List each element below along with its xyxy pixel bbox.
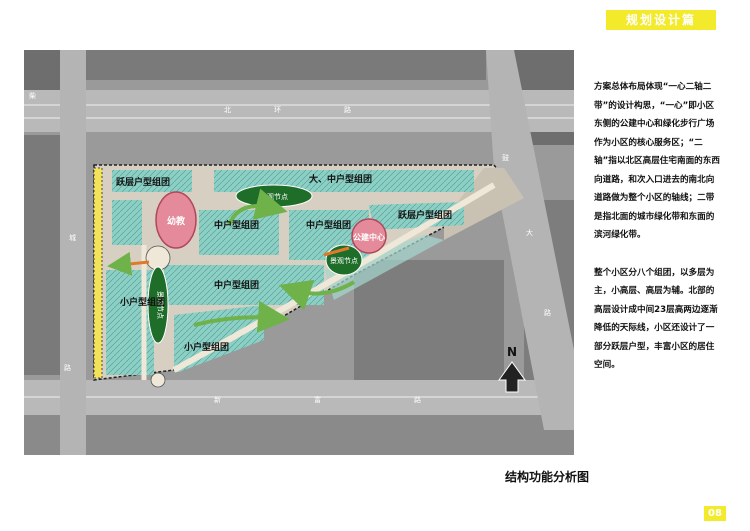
- svg-text:路: 路: [544, 308, 551, 317]
- section-title-tab: 规划设计篇: [606, 10, 716, 30]
- kindergarten-node: [155, 191, 197, 249]
- page-number: 08: [704, 506, 726, 521]
- zone-medium-3: 中户型组团: [214, 279, 259, 291]
- svg-text:景观节点: 景观节点: [156, 291, 164, 319]
- svg-text:柴: 柴: [29, 91, 36, 100]
- description-text: 方案总体布局体现“一心二轴二带”的设计构思，“一心”即小区东侧的公建中心和绿化步…: [594, 78, 722, 394]
- description-paragraph-2: 整个小区分八个组团，以多层为主，小高层、高层为辅。北部的高层设计成中间23层高两…: [594, 267, 718, 371]
- west-road: [60, 50, 86, 455]
- svg-text:城: 城: [69, 234, 76, 242]
- east-road: [486, 50, 574, 430]
- zone-small-west: 小户型组团: [119, 296, 165, 308]
- axis-arrows: [107, 188, 356, 333]
- svg-text:N: N: [507, 345, 517, 359]
- site-plan-map: 景观节点 景观节点 景观节点 幼教 公建中心 跃层户型组团 大、中户型组团 中户…: [24, 50, 574, 455]
- zone-medium-2: 中户型组团: [306, 219, 351, 231]
- svg-text:大: 大: [526, 228, 533, 237]
- svg-text:富: 富: [314, 395, 321, 404]
- zone-small-south: 小户型组团: [183, 341, 229, 353]
- figure-caption: 结构功能分析图: [505, 470, 590, 484]
- svg-text:景观节点: 景观节点: [260, 193, 288, 201]
- zone-duplex-west: 跃层户型组团: [116, 176, 170, 188]
- svg-text:公建中心: 公建中心: [353, 232, 385, 242]
- public-center-node: [351, 218, 387, 254]
- description-paragraph-1: 方案总体布局体现“一心二轴二带”的设计构思，“一心”即小区东侧的公建中心和绿化步…: [594, 82, 720, 240]
- svg-text:新: 新: [214, 395, 221, 404]
- svg-text:路: 路: [64, 363, 71, 372]
- svg-text:幼教: 幼教: [167, 215, 186, 227]
- svg-text:路: 路: [344, 105, 351, 114]
- svg-text:鼓: 鼓: [502, 153, 509, 162]
- north-arrow-icon: N: [498, 345, 526, 393]
- svg-text:景观节点: 景观节点: [330, 257, 358, 265]
- svg-text:环: 环: [274, 106, 281, 114]
- zone-medium-1: 中户型组团: [214, 219, 259, 231]
- landscape-node-west: [147, 266, 169, 344]
- zone-large-medium: 大、中户型组团: [309, 173, 372, 185]
- zone-duplex-east: 跃层户型组团: [398, 209, 452, 221]
- svg-text:路: 路: [414, 395, 421, 404]
- north-road: [24, 90, 574, 132]
- svg-text:北: 北: [224, 106, 231, 114]
